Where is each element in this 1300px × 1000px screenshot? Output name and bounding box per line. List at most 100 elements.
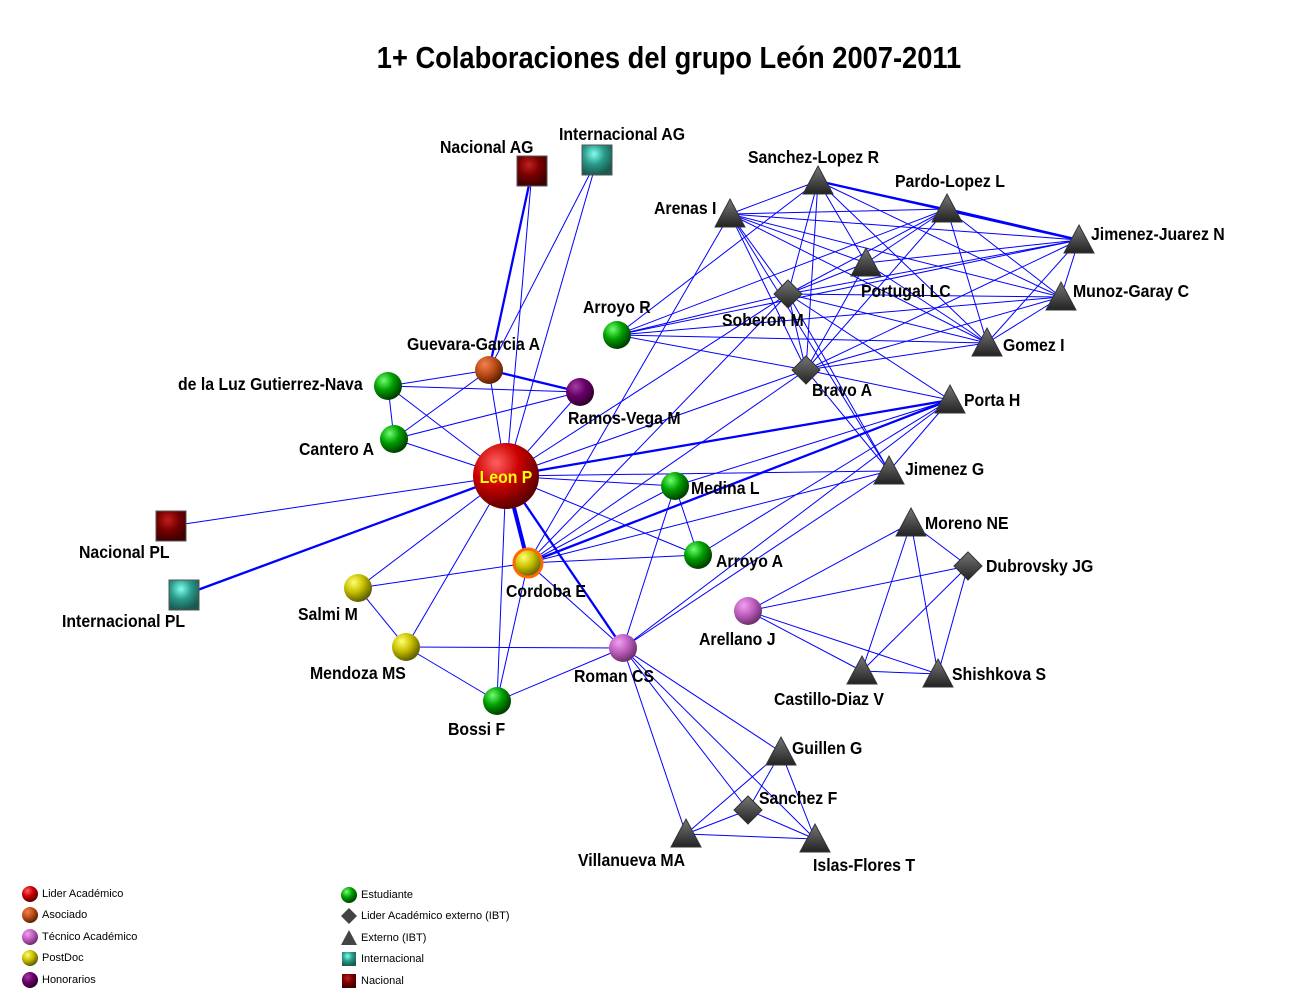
diamond-node-icon[interactable] xyxy=(733,795,763,825)
node-label: Guevara-Garcia A xyxy=(407,334,540,354)
node-villanueva[interactable]: Villanueva MA xyxy=(578,817,702,870)
triangle-node-icon[interactable] xyxy=(846,654,878,685)
legend-item: PostDoc xyxy=(20,948,137,970)
sphere-node-icon[interactable] xyxy=(684,541,712,569)
legend-item: Honorarios xyxy=(20,969,137,991)
node-shishkova[interactable]: Shishkova S xyxy=(922,657,1046,688)
sphere-node-icon[interactable] xyxy=(566,378,594,406)
edge-roman-sanchezf xyxy=(622,647,749,811)
triangle-node-icon[interactable] xyxy=(934,383,966,414)
node-intag[interactable]: Internacional AG xyxy=(559,124,685,176)
edge-roman-villanueva xyxy=(622,647,687,835)
node-cordoba[interactable]: Cordoba E xyxy=(506,547,586,601)
diamond-node-icon[interactable] xyxy=(953,551,983,581)
node-jimenezg[interactable]: Jimenez G xyxy=(873,454,984,485)
node-nacag[interactable]: Nacional AG xyxy=(440,137,548,187)
node-arroyor[interactable]: Arroyo R xyxy=(583,297,651,349)
square-node-icon[interactable] xyxy=(581,144,613,176)
node-porta[interactable]: Porta H xyxy=(934,383,1020,414)
sphere-node-icon[interactable] xyxy=(344,574,372,602)
node-guillen[interactable]: Guillen G xyxy=(765,735,862,766)
sphere-node-icon[interactable] xyxy=(661,472,689,500)
node-munoz[interactable]: Munoz-Garay C xyxy=(1045,280,1189,311)
edge-leon-intpl xyxy=(183,474,507,597)
edge-medina-porta xyxy=(674,399,951,487)
edge-leon-bravo xyxy=(505,369,807,477)
sphere-node-icon[interactable] xyxy=(734,597,762,625)
triangle-node-icon[interactable] xyxy=(670,817,702,848)
node-castillo[interactable]: Castillo-Diaz V xyxy=(774,654,885,709)
node-ramos[interactable]: Ramos-Vega M xyxy=(566,378,681,428)
triangle-node-icon[interactable] xyxy=(873,454,905,485)
node-mendoza[interactable]: Mendoza MS xyxy=(310,633,420,683)
triangle-node-icon[interactable] xyxy=(1045,280,1077,311)
node-jj[interactable]: Jimenez-Juarez N xyxy=(1063,223,1225,254)
triangle-node-icon[interactable] xyxy=(971,326,1003,357)
edge-leon-nacag xyxy=(505,170,533,477)
node-label: Arroyo A xyxy=(716,551,783,571)
node-sanchezf[interactable]: Sanchez F xyxy=(733,788,837,825)
node-medina[interactable]: Medina L xyxy=(661,472,760,500)
sphere-node-icon[interactable] xyxy=(473,443,539,509)
sphere-node-icon[interactable] xyxy=(603,321,631,349)
sphere-node-icon[interactable] xyxy=(609,634,637,662)
square-node-icon[interactable] xyxy=(155,510,187,542)
sphere-node-icon[interactable] xyxy=(483,687,511,715)
legend-swatch-icon xyxy=(342,952,356,967)
square-node-icon[interactable] xyxy=(168,579,200,611)
triangle-node-icon[interactable] xyxy=(850,246,882,277)
node-portugal[interactable]: Portugal LC xyxy=(850,246,951,301)
legend-swatch-icon xyxy=(341,886,357,903)
edge-arenas-jimenezg xyxy=(729,213,890,472)
node-moreno[interactable]: Moreno NE xyxy=(895,506,1009,537)
square-node-icon[interactable] xyxy=(516,155,548,187)
triangle-node-icon[interactable] xyxy=(802,164,834,195)
node-pardo[interactable]: Pardo-Lopez L xyxy=(895,171,1005,223)
edge-arenas-munoz xyxy=(729,213,1062,298)
edge-portugal-gomez xyxy=(865,262,988,344)
node-delaluz[interactable]: de la Luz Gutierrez-Nava xyxy=(178,372,402,400)
edge-cordoba-porta xyxy=(527,398,951,565)
sphere-node-icon[interactable] xyxy=(374,372,402,400)
node-islas[interactable]: Islas-Flores T xyxy=(799,822,916,875)
node-nacpl[interactable]: Nacional PL xyxy=(79,510,187,562)
triangle-node-icon[interactable] xyxy=(765,735,797,766)
node-cantero[interactable]: Cantero A xyxy=(299,425,408,459)
node-gomez[interactable]: Gomez I xyxy=(971,326,1065,357)
node-arenas[interactable]: Arenas I xyxy=(654,197,746,228)
node-bossi[interactable]: Bossi F xyxy=(448,687,511,739)
edge-sanlop-munoz xyxy=(817,180,1062,298)
triangle-node-icon[interactable] xyxy=(895,506,927,537)
node-intpl[interactable]: Internacional PL xyxy=(62,579,200,631)
sphere-node-icon[interactable] xyxy=(475,356,503,384)
diamond-node-icon[interactable] xyxy=(773,279,803,309)
diamond-node-icon[interactable] xyxy=(791,355,821,385)
node-guevara[interactable]: Guevara-Garcia A xyxy=(407,334,540,384)
triangle-node-icon[interactable] xyxy=(1063,223,1095,254)
node-bravo[interactable]: Bravo A xyxy=(791,355,872,400)
triangle-node-icon[interactable] xyxy=(931,192,963,223)
edge-moreno-castillo xyxy=(861,522,912,672)
edge-cordoba-roman xyxy=(527,562,624,649)
node-label: Roman CS xyxy=(574,666,654,686)
node-arroyoa[interactable]: Arroyo A xyxy=(684,541,783,571)
node-arellano[interactable]: Arellano J xyxy=(699,597,776,649)
node-sanlop[interactable]: Sanchez-Lopez R xyxy=(748,147,879,195)
edge-guevara-ramos xyxy=(488,368,581,394)
node-roman[interactable]: Roman CS xyxy=(574,634,654,686)
node-dubrovsky[interactable]: Dubrovsky JG xyxy=(953,551,1093,581)
node-label: Cordoba E xyxy=(506,581,586,601)
node-salmi[interactable]: Salmi M xyxy=(298,574,372,624)
edge-sanlop-bravo xyxy=(805,180,819,371)
node-label: Soberon M xyxy=(722,310,804,330)
sphere-node-icon[interactable] xyxy=(392,633,420,661)
edge-leon-intag xyxy=(505,159,598,477)
node-soberon[interactable]: Soberon M xyxy=(722,279,804,330)
triangle-node-icon[interactable] xyxy=(922,657,954,688)
triangle-node-icon[interactable] xyxy=(799,822,831,853)
sphere-node-icon[interactable] xyxy=(380,425,408,453)
node-leon[interactable]: Leon P xyxy=(473,443,539,509)
triangle-node-icon[interactable] xyxy=(714,197,746,228)
sphere-node-icon[interactable] xyxy=(512,547,544,579)
